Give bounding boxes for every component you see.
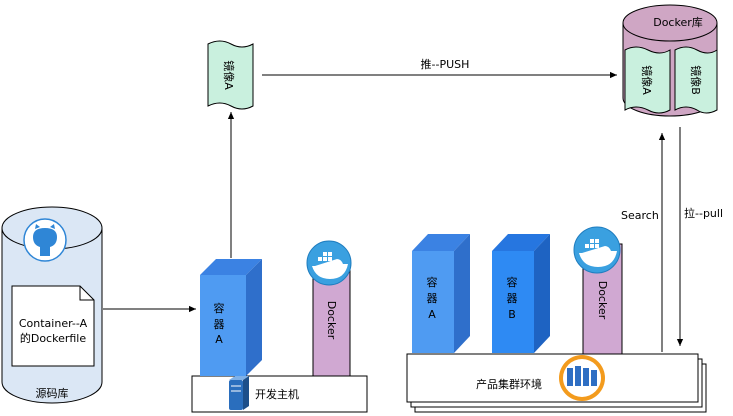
container-a-prod-char-2: 器 bbox=[427, 292, 438, 305]
source-repo-label: 源码库 bbox=[36, 386, 69, 400]
docker-engine-dev-label: Docker bbox=[325, 301, 338, 340]
repo-image-b-label: 镜像B bbox=[689, 65, 703, 95]
container-a-dev-char-2: 器 bbox=[214, 318, 225, 331]
container-a-prod: 容 器 A bbox=[412, 234, 470, 353]
docker-repo-title: Docker库 bbox=[653, 16, 703, 29]
dockerfile-line2: 的Dockerfile bbox=[20, 331, 87, 345]
container-b-prod-char-3: B bbox=[508, 308, 516, 321]
container-a-dev-char-3: A bbox=[215, 333, 223, 346]
push-label: 推--PUSH bbox=[421, 57, 470, 71]
docker-engine-prod-label: Docker bbox=[596, 281, 609, 320]
repo-image-b: 镜像B bbox=[674, 46, 718, 114]
built-image-a: 镜像A bbox=[207, 40, 254, 110]
dockerfile-document: Container--A 的Dockerfile bbox=[11, 285, 95, 367]
dev-host-box bbox=[191, 375, 368, 413]
built-image-a-label: 镜像A bbox=[222, 60, 236, 90]
container-b-prod: 容 器 B bbox=[492, 234, 550, 353]
repo-image-a-label: 镜像A bbox=[640, 65, 654, 95]
container-b-prod-char-2: 器 bbox=[507, 292, 518, 305]
container-a-dev: 容 器 A bbox=[200, 259, 262, 376]
prod-cluster-label: 产品集群环境 bbox=[476, 377, 542, 391]
repo-image-a: 镜像A bbox=[624, 46, 671, 114]
dockerfile-line1: Container--A bbox=[19, 317, 88, 330]
dev-host-label: 开发主机 bbox=[255, 387, 299, 401]
container-b-prod-char-1: 容 bbox=[507, 275, 518, 289]
docker-whale-icon bbox=[573, 226, 621, 274]
container-a-dev-char-1: 容 bbox=[214, 301, 225, 315]
search-label: Search bbox=[621, 209, 659, 222]
server-icon bbox=[229, 376, 249, 410]
cluster-icon bbox=[559, 355, 605, 401]
container-a-prod-char-3: A bbox=[428, 308, 436, 321]
pull-label: 拉--pull bbox=[684, 206, 723, 220]
github-icon bbox=[23, 218, 67, 262]
docker-whale-icon bbox=[306, 240, 352, 286]
prod-cluster-box bbox=[406, 353, 707, 413]
container-a-prod-char-1: 容 bbox=[427, 275, 438, 289]
